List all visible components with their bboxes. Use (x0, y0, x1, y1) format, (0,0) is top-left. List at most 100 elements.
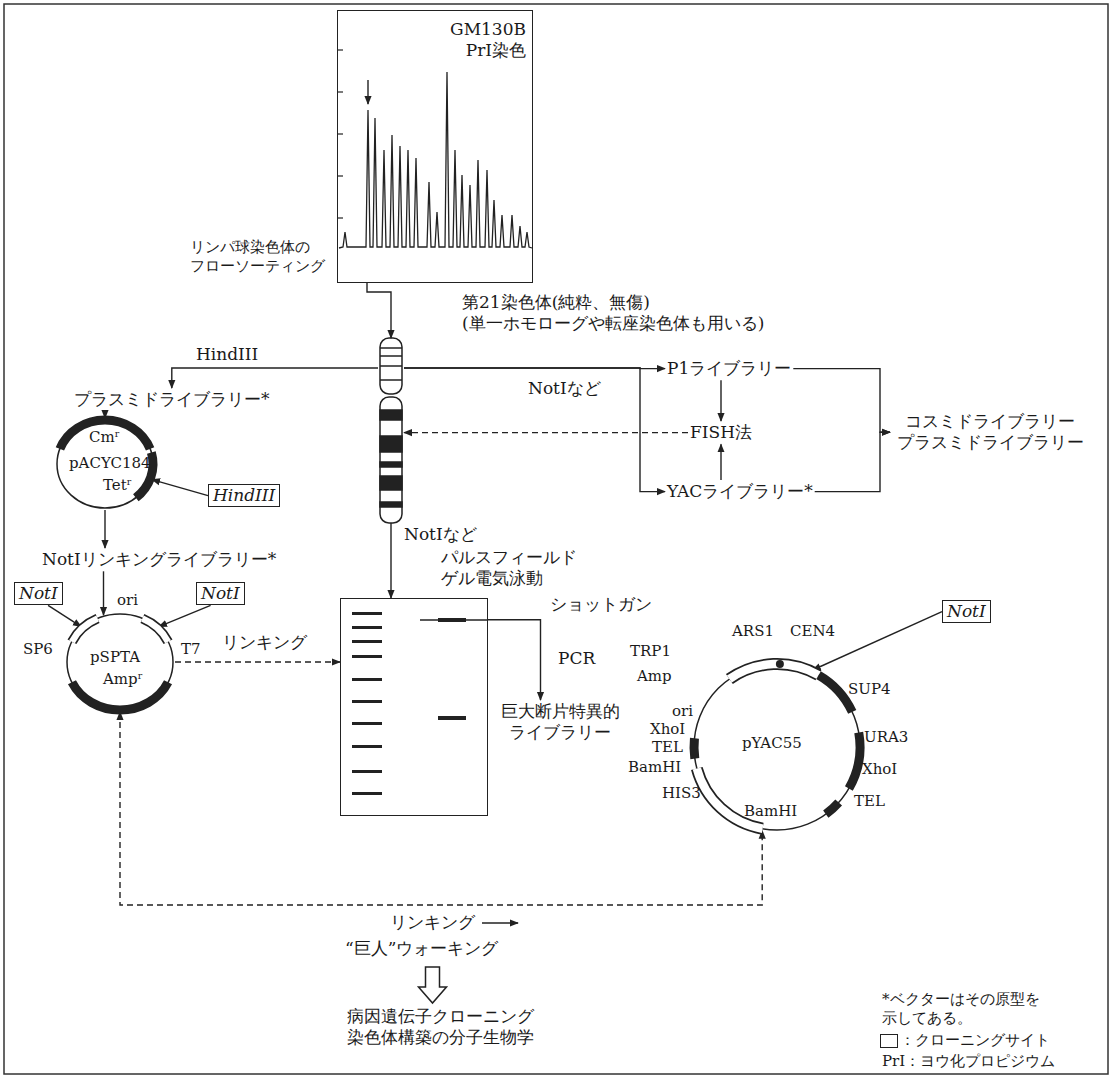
diagram-node: 巨大断片特異的 ライブラリー (495, 700, 625, 745)
hollow-arrow (419, 967, 447, 1003)
chromosome-ideogram (380, 338, 402, 523)
band-pick-line (420, 619, 488, 620)
band (352, 745, 382, 748)
connector (390, 523, 391, 598)
connector (152, 480, 208, 496)
band (380, 476, 402, 490)
node-text: TRP1 (630, 642, 671, 661)
band (352, 612, 382, 615)
node-text: Cmʳ (89, 428, 120, 447)
node-text: P1ライブラリー (667, 358, 791, 379)
node-text: プラスミドライブラリー* (74, 389, 270, 410)
band (352, 700, 382, 703)
dashed-connector (120, 712, 762, 905)
connector (367, 283, 391, 338)
edge-label: NotIなど (402, 524, 479, 545)
diagram-node: パルスフィールド ゲル電気泳動 (340, 598, 488, 816)
node-text: T7 (181, 640, 201, 659)
node-text: NotI (19, 583, 58, 604)
node-text: FISH法 (690, 422, 752, 443)
node-text: “巨人”ウォーキング (345, 938, 498, 959)
node-text: BamHI (628, 758, 681, 777)
node-text: TEL (854, 792, 885, 811)
band (380, 462, 402, 467)
plasmid-segment (826, 803, 839, 815)
edge-label: ショットガン (548, 594, 654, 615)
node-text: pACYC184 (69, 454, 151, 473)
flow-histogram (339, 72, 532, 248)
node-text: Amp (637, 667, 672, 686)
diagram-node: NotI (196, 582, 245, 605)
note-label: リンパ球染色体の フローソーティング (188, 238, 332, 276)
node-text: GM130B PrI染色 (438, 19, 526, 62)
plasmid-segment (72, 618, 98, 641)
frame (4, 4, 1108, 1074)
band (352, 626, 382, 629)
node-text: HIS3 (662, 784, 701, 803)
band (352, 722, 382, 725)
node-text: ARS1 (732, 622, 774, 641)
band (380, 502, 402, 507)
diagram-node: NotI (942, 600, 991, 623)
diagram-node: oriSP6pSPTAT7Ampʳ (65, 612, 175, 712)
note-label: *ベクターはその原型を 示してある。 (880, 990, 1094, 1028)
connector (813, 612, 942, 670)
edge-label: HindIII (194, 344, 260, 365)
legend-text: ：クローニングサイト (900, 1031, 1050, 1049)
plasmid-segment-open (729, 664, 818, 679)
node-text: CEN4 (790, 622, 835, 641)
node-text: Ampʳ (103, 670, 143, 689)
connector (48, 605, 81, 626)
edge-label: NotIなど (526, 378, 603, 399)
connector (720, 380, 721, 421)
plasmid-segment (819, 675, 853, 712)
band (352, 655, 382, 658)
edge-label: リンキング (220, 632, 309, 653)
plasmid-backbone (694, 664, 860, 830)
band (352, 792, 382, 795)
connector (720, 444, 721, 480)
node-text: pYAC55 (742, 734, 802, 753)
node-text: ori (117, 591, 138, 610)
band (380, 355, 402, 357)
node-text: pSPTA (90, 648, 140, 667)
connector (404, 368, 665, 492)
node-text: NotIリンキングライブラリー* (42, 549, 276, 570)
plasmid-segment (849, 733, 860, 789)
plasmid-backbone (57, 420, 153, 508)
connector (172, 368, 378, 388)
diagram-node: リンキング “巨人”ウォーキング (345, 912, 520, 964)
node-text: NotI (947, 601, 986, 622)
plasmid-backbone (67, 614, 173, 710)
connector (815, 432, 890, 491)
note-label: PCR (556, 648, 597, 669)
diagram-node: プラスミドライブラリー* (72, 388, 272, 411)
node-text: XhoI (862, 760, 897, 779)
node-text: 第21染色体(純粋、無傷) (単一ホモローグや転座染色体も用いる) (462, 292, 802, 335)
node-text: ori (672, 702, 693, 721)
node-text: リンキング (390, 912, 475, 933)
diagram-node: NotIリンキングライブラリー* (40, 548, 278, 571)
diagram-node: CmʳpACYC184Tetʳ (55, 418, 155, 510)
connector (159, 605, 211, 626)
node-text: 巨大断片特異的 ライブラリー (497, 701, 623, 744)
diagram-node: GM130B PrI染色 (337, 10, 533, 283)
plasmid-segment (60, 420, 150, 449)
legend-row: ：クローニングサイト (880, 1031, 1050, 1050)
diagram-node: FISH法 (688, 421, 754, 444)
diagram-node: HindIII (208, 484, 280, 507)
peak-pointer (367, 80, 368, 104)
node-text: HindIII (213, 485, 275, 506)
diagram-node: NotI (14, 582, 63, 605)
plasmid-segment-open (142, 618, 168, 641)
connector (104, 510, 105, 548)
p-arm (380, 338, 402, 394)
node-text: YACライブラリー* (667, 481, 813, 502)
centromere-dot (776, 660, 784, 668)
band (352, 770, 382, 773)
band (380, 436, 402, 452)
walking-arrow (482, 922, 518, 923)
node-text: SP6 (23, 640, 53, 659)
